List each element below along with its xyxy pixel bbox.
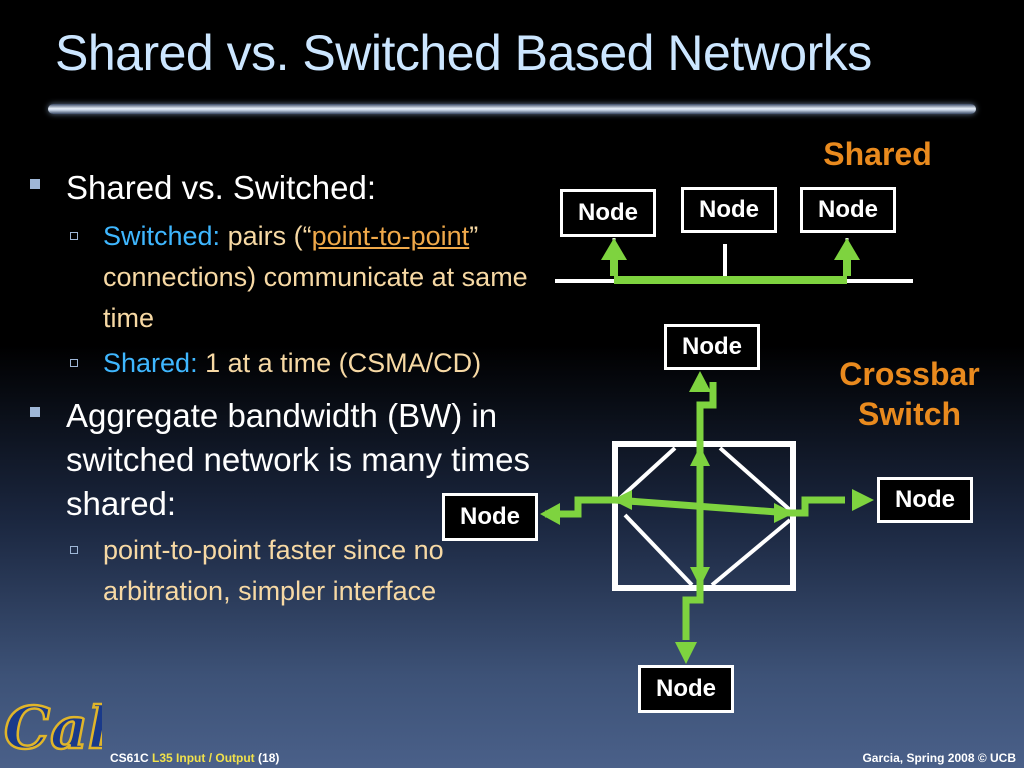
title-divider xyxy=(48,104,976,114)
arrowhead-icon xyxy=(774,503,794,523)
shared-label: Shared xyxy=(823,136,932,172)
square-bullet-icon xyxy=(30,407,40,417)
switched-term: Switched: xyxy=(103,221,221,251)
shared-path xyxy=(610,256,851,284)
crossbar-node-right: Node xyxy=(877,477,973,523)
subbullet-text: 1 at a time (CSMA/CD) xyxy=(197,348,482,378)
arrowhead-icon xyxy=(852,489,874,511)
hollow-square-bullet-icon xyxy=(70,546,78,554)
arrowhead-icon xyxy=(690,446,710,466)
footer-credit: Garcia, Spring 2008 © UCB xyxy=(862,751,1016,765)
arrowhead-icon xyxy=(675,642,697,664)
crossbar-box xyxy=(612,441,796,591)
shared-node-2: Node xyxy=(681,187,777,233)
subbullet-point-to-point: point-to-point faster since no arbitrati… xyxy=(28,530,548,612)
crossbar-wire xyxy=(710,518,792,587)
page-number: (18) xyxy=(258,751,280,765)
course-code: CS61C xyxy=(110,751,149,765)
arrowhead-icon xyxy=(834,238,860,260)
shared-term: Shared: xyxy=(103,348,198,378)
bullet-aggregate-bandwidth: Aggregate bandwidth (BW) in switched net… xyxy=(28,394,548,526)
bullet-text: Aggregate bandwidth (BW) in switched net… xyxy=(66,397,530,522)
shared-node-3: Node xyxy=(800,187,896,233)
crossbar-wire xyxy=(718,446,792,512)
crossbar-node-bottom: Node xyxy=(638,665,734,713)
point-to-point-link[interactable]: point-to-point xyxy=(311,221,470,251)
crossbar-wire xyxy=(623,513,694,587)
crossbar-label-line1: Crossbar xyxy=(839,356,980,392)
hollow-square-bullet-icon xyxy=(70,232,78,240)
bullet-list: Shared vs. Switched: Switched: pairs (“p… xyxy=(28,166,548,612)
crossbar-node-left: Node xyxy=(442,493,538,541)
subbullet-text: pairs (“ xyxy=(220,221,312,251)
cal-logo-icon: Cal xyxy=(3,693,102,762)
subbullet-text: ” connections) communicate at same time xyxy=(103,221,528,333)
crossbar-label: Crossbar Switch xyxy=(812,354,1007,434)
slide-title: Shared vs. Switched Based Networks xyxy=(55,25,872,81)
lecture-title: L35 Input / Output xyxy=(152,751,255,765)
bullet-shared-vs-switched: Shared vs. Switched: xyxy=(28,166,548,210)
crossbar-node-top: Node xyxy=(664,324,760,370)
shared-node-1: Node xyxy=(560,189,656,237)
horizontal-switched-path xyxy=(545,496,845,518)
square-bullet-icon xyxy=(30,179,40,189)
subbullet-switched: Switched: pairs (“point-to-point” connec… xyxy=(28,216,548,339)
arrowhead-icon xyxy=(612,490,632,510)
subbullet-text: point-to-point faster since no arbitrati… xyxy=(103,535,444,606)
hollow-square-bullet-icon xyxy=(70,359,78,367)
arrowhead-icon xyxy=(690,567,710,587)
arrowhead-icon xyxy=(601,238,627,260)
crossbar-label-line2: Switch xyxy=(857,396,962,432)
arrowhead-icon xyxy=(689,371,711,392)
footer-course: CS61C L35 Input / Output (18) xyxy=(110,751,279,765)
bullet-text: Shared vs. Switched: xyxy=(66,169,376,206)
vertical-switched-path xyxy=(682,382,717,640)
cal-logo-text: Cal xyxy=(4,694,102,762)
subbullet-shared: Shared: 1 at a time (CSMA/CD) xyxy=(28,343,548,384)
crossbar-wire xyxy=(616,446,677,502)
